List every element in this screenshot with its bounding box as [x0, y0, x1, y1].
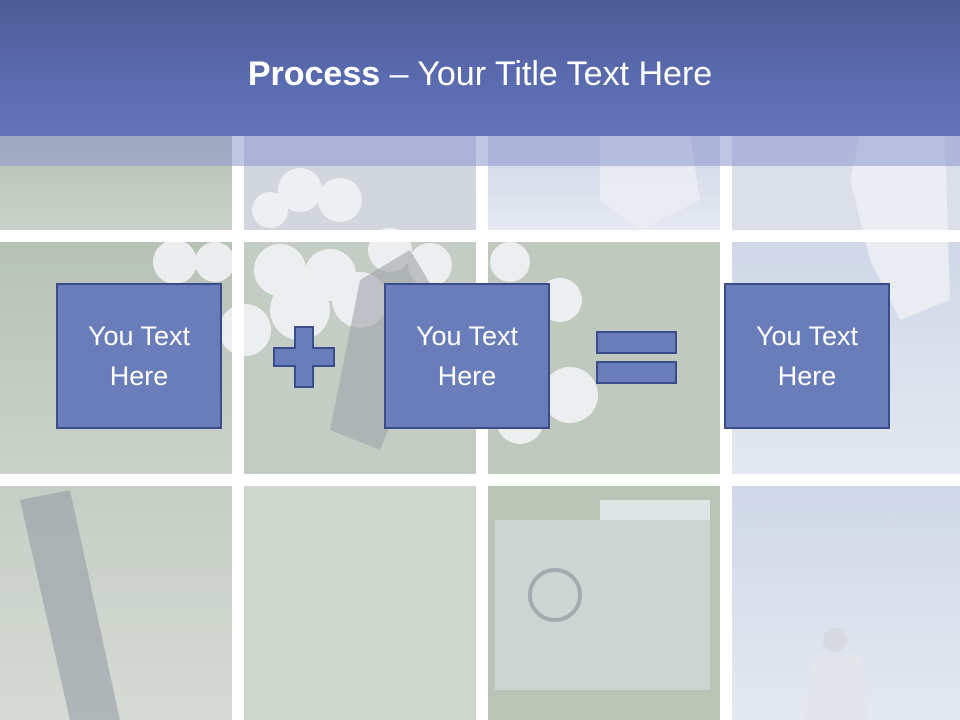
- plus-icon: [273, 326, 335, 388]
- title-bar: [0, 0, 960, 136]
- equals-icon: [596, 331, 677, 384]
- process-box-1-text: You Text Here: [87, 321, 191, 391]
- process-box-1[interactable]: You Text Here: [56, 283, 222, 429]
- process-box-2[interactable]: You Text Here: [384, 283, 550, 429]
- process-box-3-text: You Text Here: [755, 321, 859, 391]
- title-rest: Your Title Text Here: [417, 55, 713, 93]
- title-bar-shadow: [0, 136, 960, 166]
- process-box-2-text: You Text Here: [415, 321, 519, 391]
- title-dash: –: [380, 55, 418, 93]
- title-bold: Process: [247, 55, 381, 93]
- slide-title: Process – Your Title Text Here: [0, 52, 960, 96]
- process-box-3[interactable]: You Text Here: [724, 283, 890, 429]
